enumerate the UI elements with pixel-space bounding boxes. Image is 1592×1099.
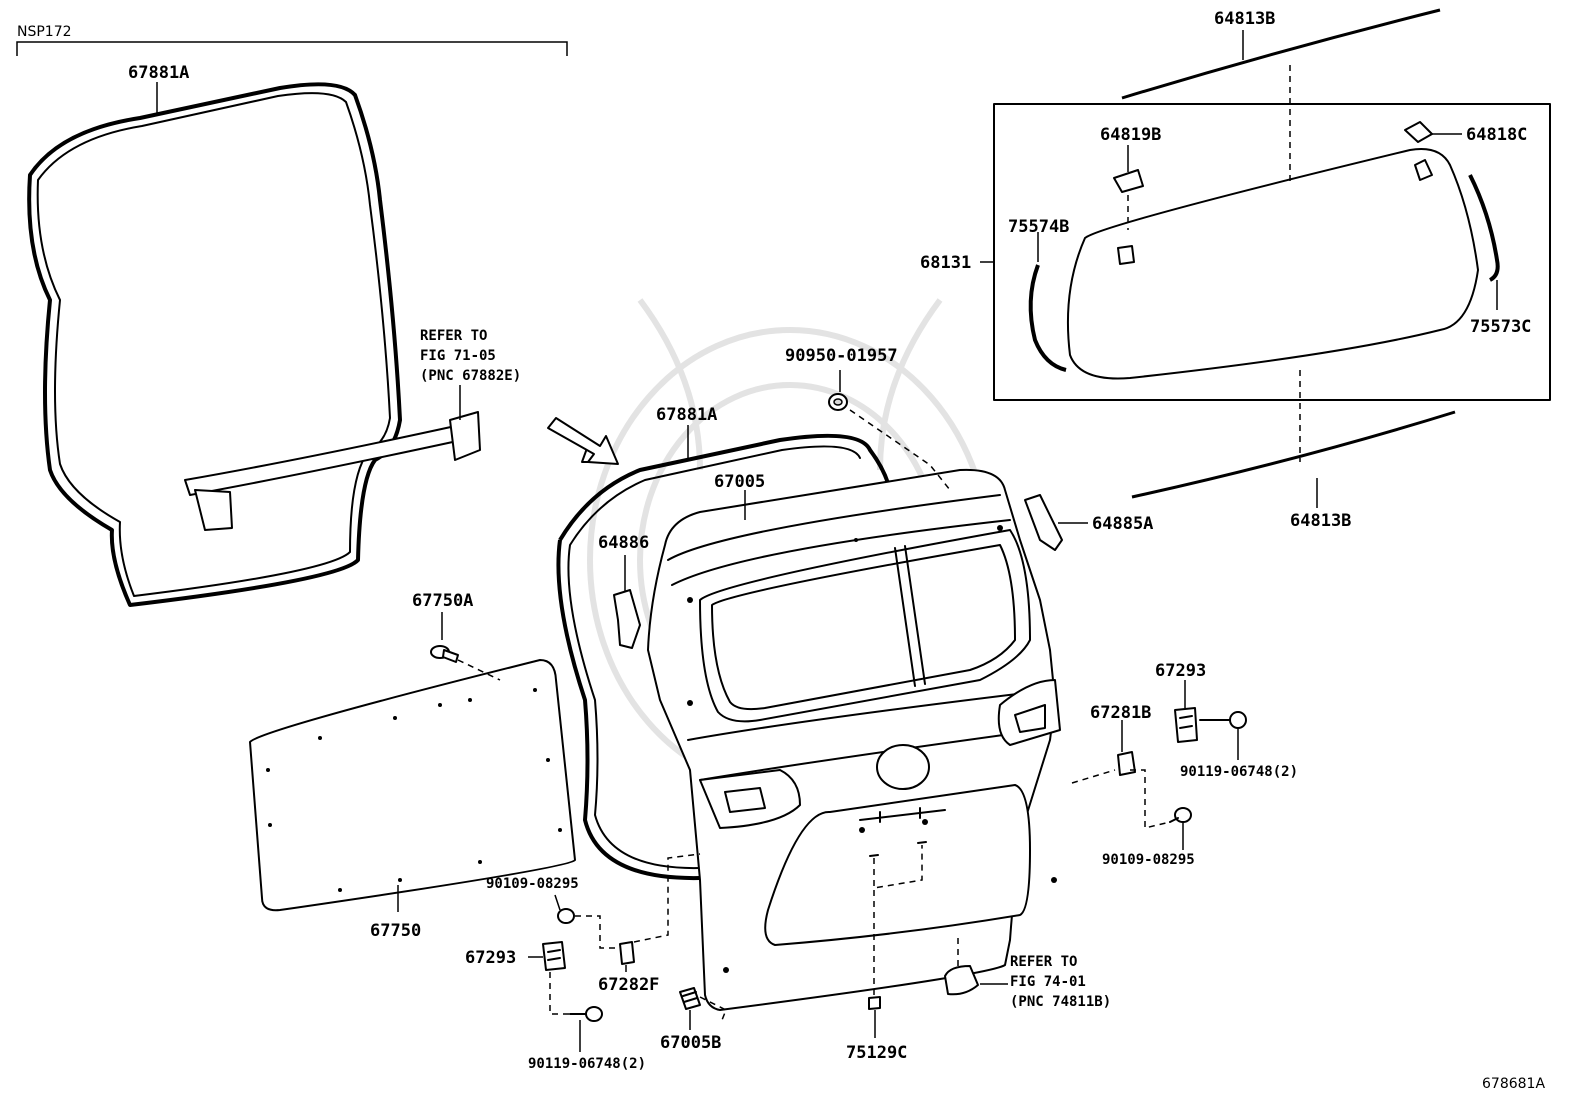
callout-67281B: 67281B [1090, 703, 1151, 723]
callout-90119-left: 90119-06748(2) [528, 1056, 646, 1072]
bumper-67281B [1117, 751, 1136, 776]
callout-90950: 90950-01957 [785, 346, 898, 366]
hinge-67293-left [542, 941, 566, 971]
callout-64813B-bot: 64813B [1290, 511, 1351, 531]
callout-68131: 68131 [920, 253, 971, 273]
callout-67293-left: 67293 [465, 948, 516, 968]
callout-90109-left: 90109-08295 [486, 876, 579, 892]
figure-id: 678681A [1482, 1076, 1545, 1092]
clip-67750A [430, 645, 459, 663]
callout-67881A-mid: 67881A [656, 405, 717, 425]
bolt-90119-right [1199, 711, 1247, 729]
callout-75573C: 75573C [1470, 317, 1531, 337]
bolt-90119-left [569, 1006, 603, 1022]
callout-67881A-left: 67881A [128, 63, 189, 83]
callout-64885A: 64885A [1092, 514, 1153, 534]
refer-fig-71-line3: (PNC 67882E) [420, 368, 521, 384]
clip-64819B [1113, 169, 1144, 193]
weatherstrip-door [556, 433, 892, 881]
refer-fig-74-line1: REFER TO [1010, 954, 1077, 970]
trim-panel [249, 659, 576, 912]
callout-75129C: 75129C [846, 1043, 907, 1063]
weatherstrip-left [27, 82, 481, 607]
glass-box [993, 103, 1551, 401]
plug-90950 [828, 393, 848, 411]
callout-67750A: 67750A [412, 591, 473, 611]
callout-75574B: 75574B [1008, 217, 1069, 237]
lamp-74811B [944, 965, 979, 996]
callout-90109-right: 90109-08295 [1102, 852, 1195, 868]
bolt-90109-right [1169, 807, 1192, 823]
callout-67005B: 67005B [660, 1033, 721, 1053]
callout-64818C: 64818C [1466, 125, 1527, 145]
callout-64886: 64886 [598, 533, 649, 553]
callout-67293-right: 67293 [1155, 661, 1206, 681]
model-bracket: NSP172 [16, 24, 568, 56]
refer-fig-74-line3: (PNC 74811B) [1010, 994, 1111, 1010]
callout-67005: 67005 [714, 472, 765, 492]
refer-fig-71-line2: FIG 71-05 [420, 348, 496, 364]
clip-64818C [1404, 121, 1433, 143]
callout-64819B: 64819B [1100, 125, 1161, 145]
refer-fig-71-line1: REFER TO [420, 328, 487, 344]
callout-90119-right: 90119-06748(2) [1180, 764, 1298, 780]
direction-arrow-icon [547, 417, 619, 465]
stopper-67005B [679, 987, 701, 1010]
hinge-67293-right [1174, 707, 1198, 743]
callout-67282F: 67282F [598, 975, 659, 995]
refer-fig-74-line2: FIG 74-01 [1010, 974, 1086, 990]
bracket-64885A [1024, 494, 1063, 551]
pin-67282F [619, 941, 635, 965]
model-code: NSP172 [17, 24, 72, 40]
bolt-90109-left [557, 908, 575, 924]
callout-67750: 67750 [370, 921, 421, 941]
bracket-64886 [613, 589, 641, 649]
back-door-panel [647, 468, 1061, 1011]
callout-64813B-top: 64813B [1214, 9, 1275, 29]
